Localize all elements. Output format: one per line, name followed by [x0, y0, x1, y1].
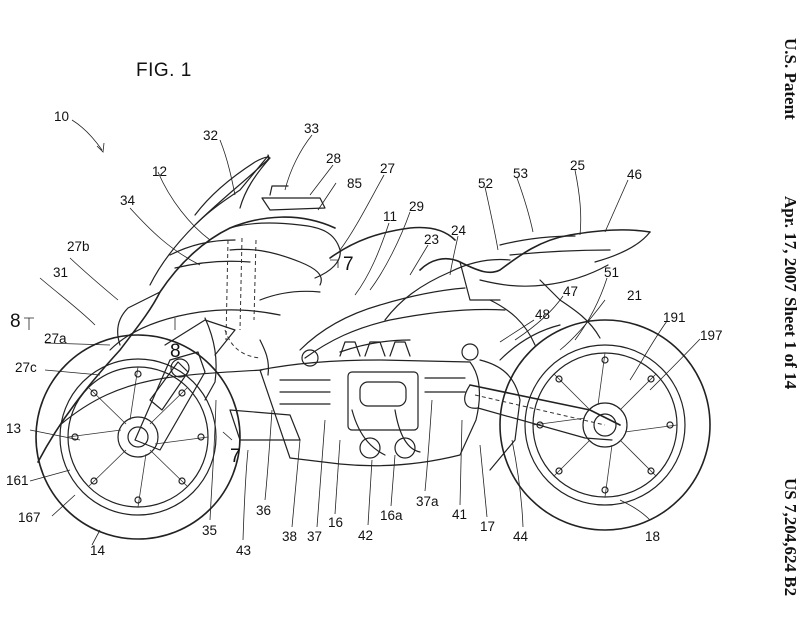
ref-numeral: 38 [282, 529, 297, 544]
ref-numeral: 17 [480, 519, 495, 534]
ref-numeral: 36 [256, 503, 271, 518]
ref-numeral: 37a [416, 494, 439, 509]
section-marker: 7 [343, 254, 354, 275]
ref-numeral: 29 [409, 199, 424, 214]
ref-numeral: 11 [383, 209, 397, 224]
ref-numeral: 52 [478, 176, 493, 191]
ref-numeral: 31 [53, 265, 68, 280]
section-marker: 8 [170, 341, 181, 362]
ref-numeral: 51 [604, 265, 619, 280]
ref-numeral: 12 [152, 164, 167, 179]
seat-and-tail [419, 229, 651, 346]
ref-numeral: 27c [15, 360, 37, 375]
ref-numeral: 34 [120, 193, 136, 208]
ref-numeral: 16 [328, 515, 343, 530]
section-marker-7-top: 7 [330, 254, 354, 275]
assembly-arrow [71, 119, 103, 151]
section-marker: 8 [10, 311, 21, 332]
ref-numeral: 46 [627, 167, 642, 182]
ref-numeral: 24 [451, 223, 467, 238]
ref-numeral: 18 [645, 529, 660, 544]
ref-numeral: 25 [570, 158, 585, 173]
ref-numeral: 23 [424, 232, 439, 247]
ref-numeral: 21 [627, 288, 642, 303]
ref-numeral: 44 [513, 529, 529, 544]
ref-numeral: 27b [67, 239, 90, 254]
section-marker-8-left: 8 [10, 311, 34, 332]
ref-numeral: 48 [535, 307, 550, 322]
reference-numerals: 10 12 31 27b 27a 27c 13 161 167 14 32 33… [6, 109, 723, 558]
ref-numeral: 27 [380, 161, 395, 176]
ref-numeral: 41 [452, 507, 467, 522]
ref-numeral: 43 [236, 543, 251, 558]
figure-label: FIG. 1 [136, 60, 192, 81]
ref-numeral: 13 [6, 421, 21, 436]
ref-numeral: 35 [202, 523, 217, 538]
ref-numeral: 53 [513, 166, 528, 181]
ref-numeral: 37 [307, 529, 322, 544]
front-fairing [37, 154, 341, 463]
ref-numeral: 47 [563, 284, 578, 299]
ref-numeral: 33 [304, 121, 319, 136]
section-marker-7-bottom: 7 [222, 431, 241, 467]
ref-numeral: 42 [358, 528, 373, 543]
section-marker: 7 [230, 446, 241, 467]
ref-numeral: 167 [18, 510, 41, 525]
section-marker-8-center: 8 [170, 318, 181, 362]
ref-numeral: 28 [326, 151, 341, 166]
ref-numeral: 27a [44, 331, 67, 346]
leader-lines [29, 134, 701, 546]
mid-body [299, 226, 511, 367]
assembly-arrowhead [96, 142, 105, 153]
rear-wheel [499, 319, 711, 531]
swing-arm [464, 324, 621, 471]
ref-numeral: 16a [380, 508, 403, 523]
front-wheel [35, 334, 241, 540]
ref-numeral: 191 [663, 310, 686, 325]
ref-numeral: 10 [54, 109, 69, 124]
front-fork [134, 319, 236, 451]
ref-numeral: 14 [90, 543, 106, 558]
ref-numeral: 85 [347, 176, 362, 191]
ref-numeral: 197 [700, 328, 723, 343]
ref-numeral: 32 [203, 128, 218, 143]
ref-numeral: 161 [6, 473, 29, 488]
windscreen [194, 156, 326, 216]
